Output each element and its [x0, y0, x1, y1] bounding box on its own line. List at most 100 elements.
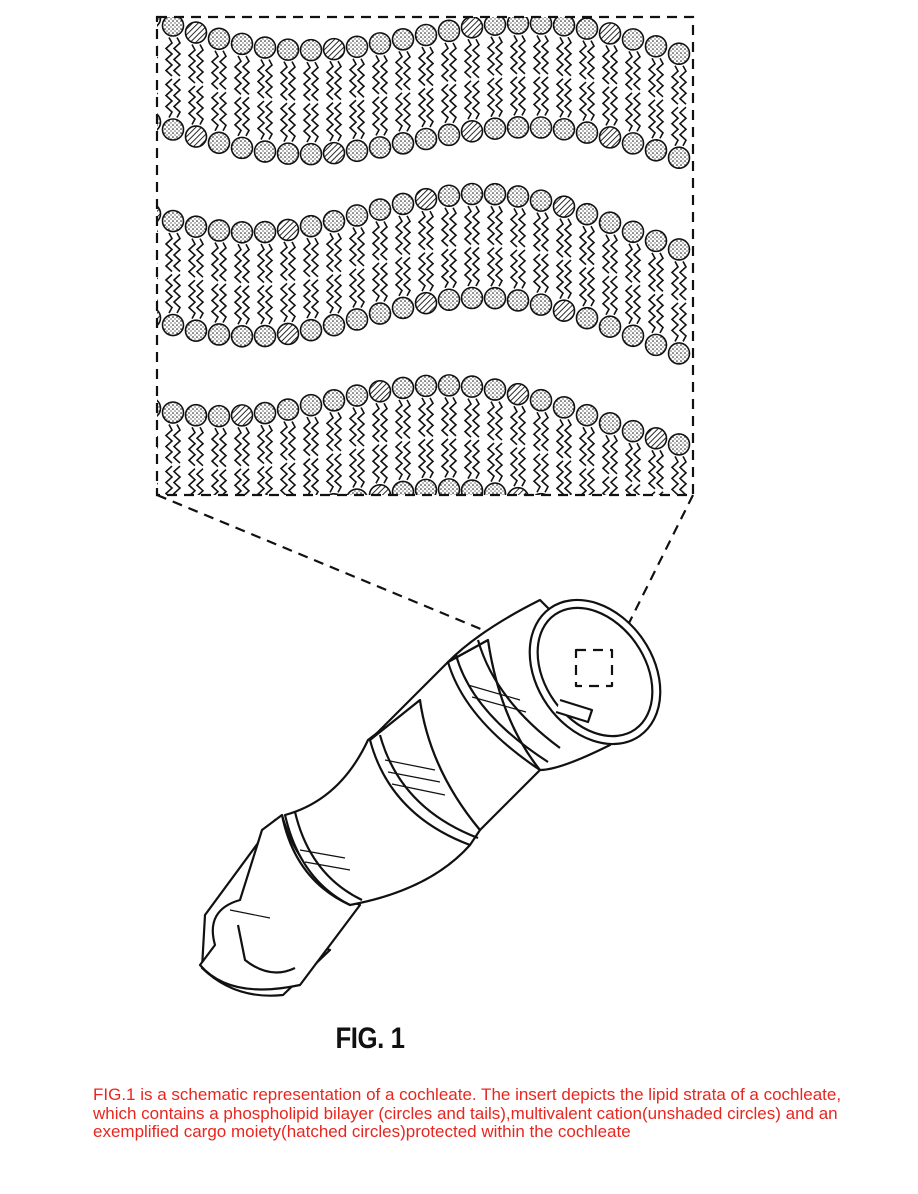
lipid-tail [448, 42, 458, 82]
phospholipid-head [207, 404, 231, 428]
phospholipid-head [437, 123, 461, 147]
lipid-tail [448, 207, 458, 247]
phospholipid-head [529, 293, 553, 316]
lipid-tail [333, 453, 343, 493]
lipid-tail [624, 92, 634, 132]
lipid-tail [486, 36, 496, 76]
lipid-tail [670, 302, 680, 342]
lipid-tail [256, 243, 266, 284]
phospholipid-head [301, 499, 322, 520]
phospholipid-head [460, 182, 484, 206]
lipid-tail [172, 273, 182, 314]
lipid-tail [517, 208, 527, 248]
cargo-moiety-circle [460, 119, 484, 143]
lipid-tail [609, 234, 619, 274]
lipid-tail [187, 238, 197, 278]
lipid-tail [563, 418, 573, 459]
lipid-tail [187, 279, 197, 320]
phospholipid-head [209, 510, 230, 531]
cargo-moiety-circle [507, 486, 529, 495]
phospholipid-head [667, 42, 691, 66]
lipid-tail [310, 416, 320, 457]
lipid-tail [494, 401, 504, 441]
lipid-bilayers [157, 17, 691, 553]
lipid-tail [325, 102, 335, 142]
phospholipid-head [322, 389, 346, 412]
lipid-tail [356, 448, 366, 488]
lipid-tail [379, 262, 389, 302]
lipid-tail [241, 426, 251, 467]
lipid-tail [195, 238, 205, 278]
lipid-tail [348, 268, 358, 308]
phospholipid-head [506, 116, 530, 139]
cargo-moiety-circle [646, 532, 667, 553]
phospholipid-head [414, 127, 438, 151]
lipid-tail [264, 59, 274, 99]
phospholipid-head [161, 401, 185, 424]
ring-band-1b [293, 811, 363, 901]
lipid-tail [494, 247, 504, 287]
lipid-tail [471, 205, 481, 246]
phospholipid-head [575, 17, 599, 40]
lipid-tail [440, 42, 450, 82]
ring-band-3b [454, 654, 549, 763]
phospholipid-head [644, 229, 668, 253]
phospholipid-head [437, 374, 461, 397]
phospholipid-head [322, 209, 346, 233]
lipid-tail [425, 252, 435, 292]
lipid-tail [632, 50, 642, 91]
lipid-tail [563, 218, 573, 258]
phospholipid-head [506, 17, 530, 35]
lipid-tail [287, 241, 297, 281]
lipid-tail [609, 434, 619, 475]
lipid-tail [586, 225, 596, 266]
phospholipid-head [483, 378, 507, 401]
lipid-tail [187, 44, 197, 84]
cargo-moiety-circle [368, 483, 392, 495]
phospholipid-head [391, 296, 415, 320]
lipid-tail [279, 462, 289, 495]
lipid-tail [302, 237, 312, 278]
lipid-tail [379, 55, 389, 95]
lipid-tail [333, 274, 343, 314]
lipid-tail [210, 283, 220, 323]
lipid-tail [356, 407, 366, 447]
lipid-tail [279, 282, 289, 323]
phospholipid-head [575, 403, 599, 427]
lipid-tail [187, 468, 197, 495]
lipid-tail [586, 81, 596, 121]
lipid-tail [241, 468, 251, 495]
lipid-tail [563, 36, 573, 77]
lipid-tail [325, 453, 335, 493]
cargo-moiety-circle [232, 509, 253, 530]
spiral-slot [555, 698, 594, 724]
lipid-tail [187, 85, 197, 125]
lipid-tail [333, 102, 343, 142]
phospholipid-head [253, 324, 277, 348]
lipid-tail [509, 447, 519, 487]
phospholipid-head [483, 17, 507, 36]
phospholipid-head [391, 132, 415, 155]
lipid-tail [555, 218, 565, 258]
phospholipid-head [299, 38, 323, 62]
phospholipid-head [577, 509, 598, 530]
lipid-tail [356, 58, 366, 98]
lipid-tail [555, 418, 565, 459]
lipid-tail [670, 261, 680, 301]
phospholipid-head [346, 488, 368, 495]
lipid-tail [402, 92, 412, 132]
phospholipid-head [575, 306, 599, 330]
lipid-tail [256, 284, 266, 325]
lipid-tail [563, 78, 573, 118]
phospholipid-head [391, 480, 415, 495]
lipid-tail [540, 453, 550, 493]
lipid-tail [394, 92, 404, 132]
lipid-tail [264, 284, 274, 325]
lipid-tail [256, 424, 266, 465]
lipid-tail [540, 212, 550, 252]
phospholipid-head [414, 374, 438, 398]
lipid-tail [647, 252, 657, 292]
lipid-tail [325, 60, 335, 101]
lipid-tail [555, 78, 565, 118]
